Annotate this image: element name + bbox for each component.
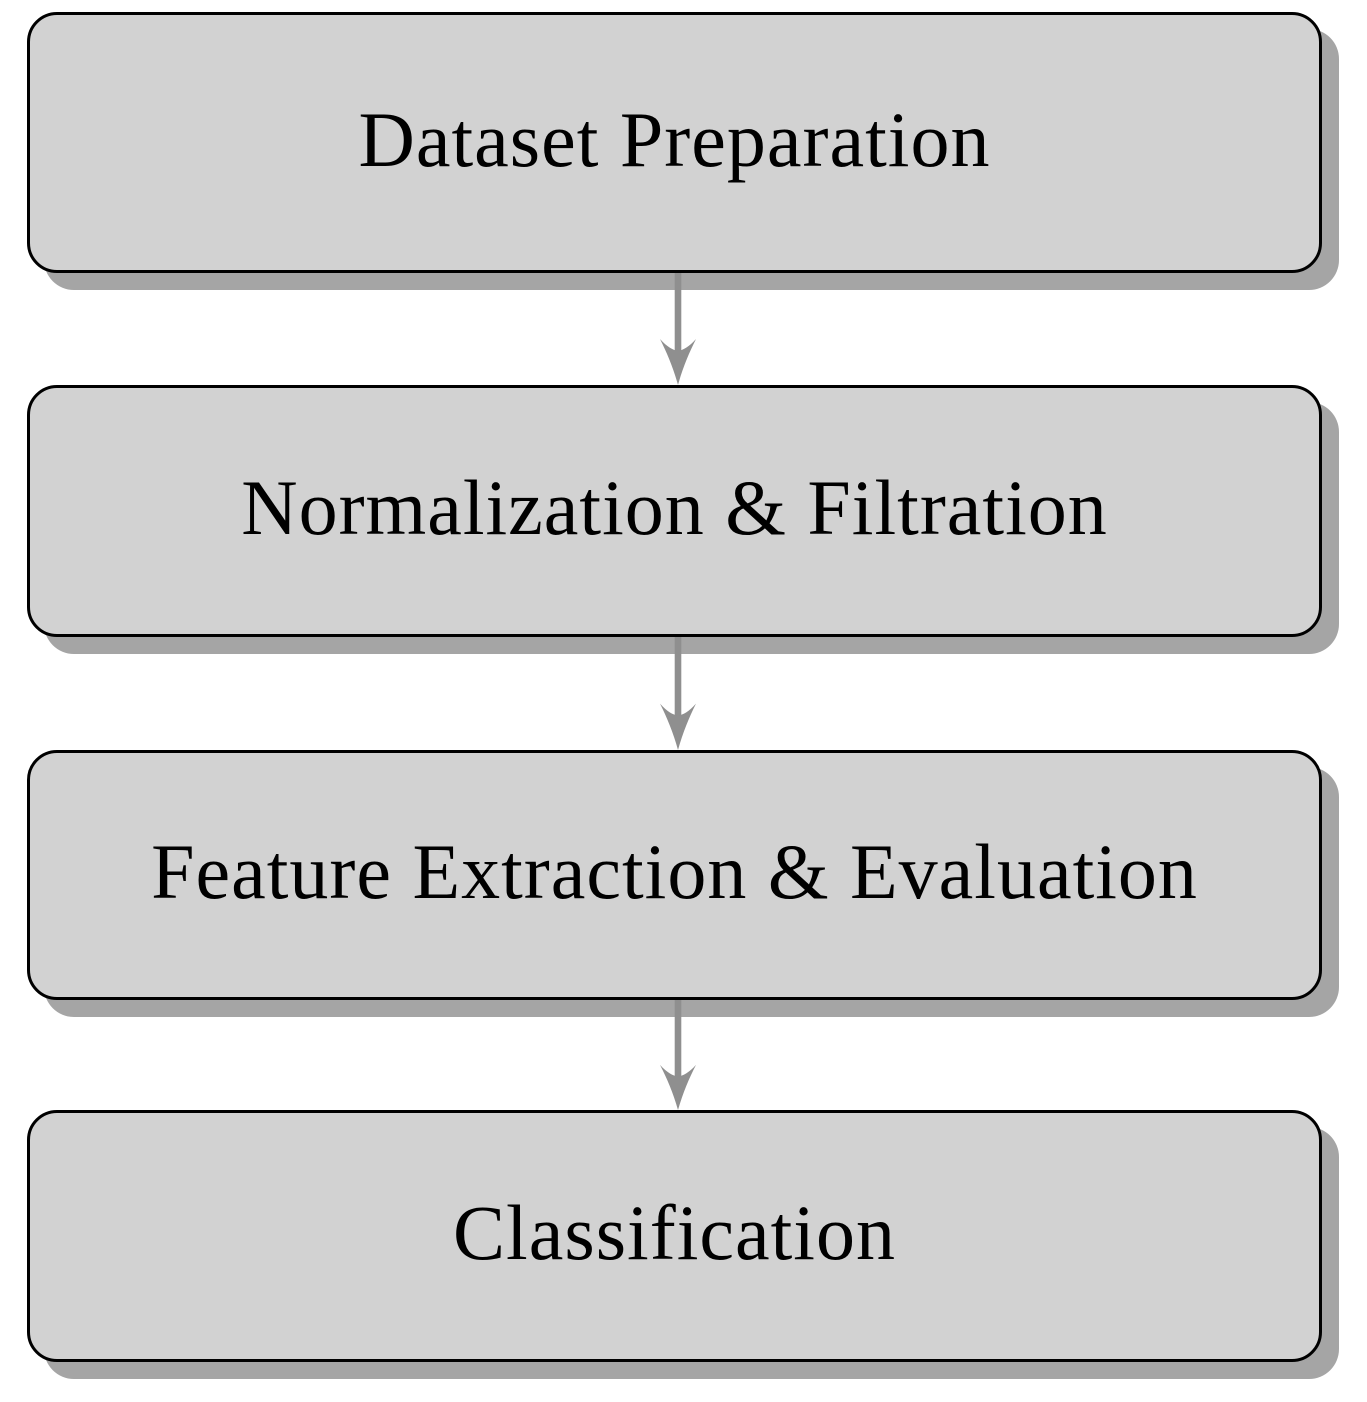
flow-step-dataset-preparation: Dataset Preparation bbox=[27, 12, 1322, 273]
arrow-down-icon bbox=[656, 1000, 700, 1110]
flow-step-label: Classification bbox=[453, 1189, 896, 1276]
arrow-down-icon bbox=[656, 637, 700, 750]
flow-step-label: Dataset Preparation bbox=[358, 95, 991, 183]
flow-step-label: Normalization & Filtration bbox=[241, 464, 1108, 551]
flow-step-classification: Classification bbox=[27, 1110, 1322, 1362]
flow-step-label: Feature Extraction & Evaluation bbox=[151, 828, 1198, 915]
flow-step-feature-extraction-evaluation: Feature Extraction & Evaluation bbox=[27, 750, 1322, 1000]
arrow-down-icon bbox=[656, 273, 700, 385]
flow-step-normalization-filtration: Normalization & Filtration bbox=[27, 385, 1322, 637]
